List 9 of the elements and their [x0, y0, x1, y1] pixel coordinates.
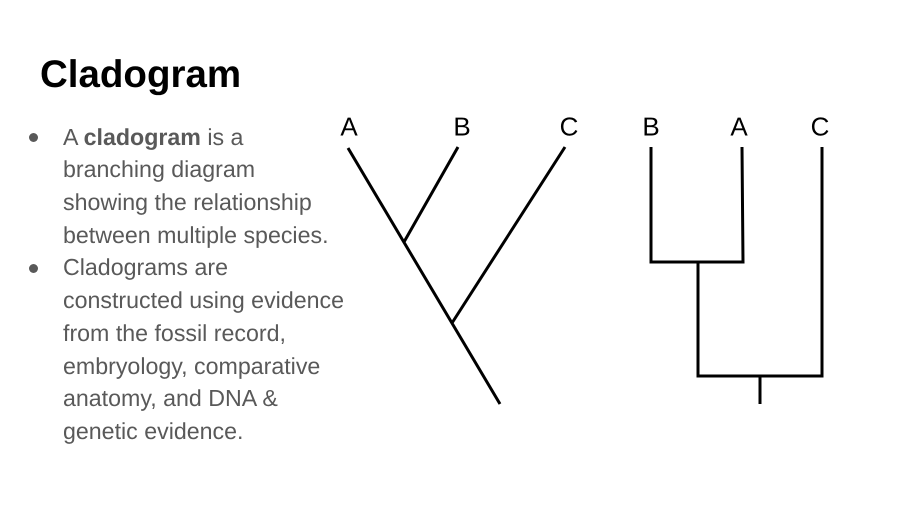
taxon-label: C — [810, 114, 830, 140]
bullet-text: Cladograms are constructed using evidence from the fossil record, embryology, comparative anatomy, and DNA & genetic evidence. — [63, 253, 346, 446]
taxon-label: B — [453, 114, 471, 140]
taxon-label: B — [642, 114, 660, 140]
taxon-label: A — [340, 114, 358, 140]
slide-title: Cladogram — [40, 53, 242, 97]
taxon-label: C — [560, 114, 578, 140]
bullet-text: A cladogram is a branching diagram showing the relationship between multiple species. — [63, 122, 330, 250]
taxon-label: A — [730, 114, 748, 140]
